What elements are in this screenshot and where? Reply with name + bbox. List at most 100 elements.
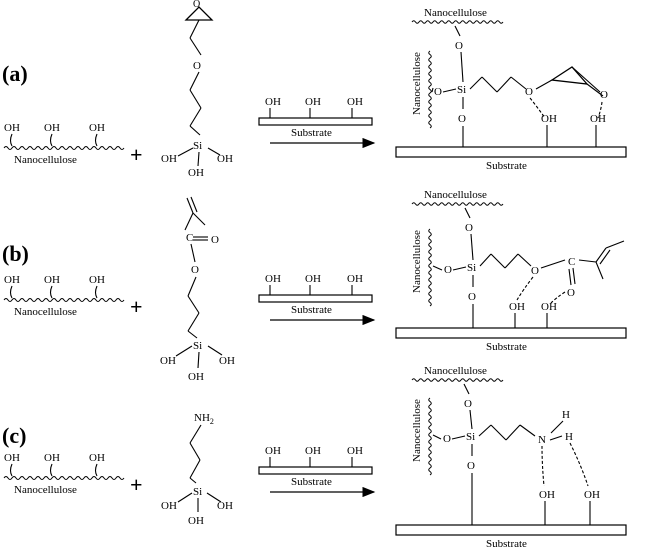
bond-b-si-oh-left xyxy=(175,345,193,357)
product-b-c-o-double-1 xyxy=(572,267,576,285)
side-nanocellulose-chain xyxy=(428,50,432,129)
bond-chain-2 xyxy=(189,37,202,56)
product-a-oh-1: OH xyxy=(541,113,557,125)
hydroxyl-label-2: OH xyxy=(44,122,60,134)
top-nanocellulose-label: Nanocellulose xyxy=(424,189,487,201)
substrate-label: Substrate xyxy=(291,304,332,316)
hydroxyl-label-3: OH xyxy=(89,452,105,464)
side-nanocellulose-chain xyxy=(428,397,432,476)
bond-chain-4 xyxy=(189,89,202,109)
bond-o-si-left xyxy=(442,88,457,93)
bond-c-carbonyl xyxy=(184,212,194,231)
side-nanocellulose-label: Nanocellulose xyxy=(411,399,423,462)
bond-o-si xyxy=(470,233,474,261)
carbonyl-oxygen: O xyxy=(211,234,219,246)
product-b-vinyl-double xyxy=(599,249,611,265)
top-nanocellulose-chain xyxy=(411,20,504,24)
plus-sign: + xyxy=(130,142,143,167)
hbond-c-1 xyxy=(541,445,545,487)
bond-chain-c1 xyxy=(189,424,202,444)
hydroxyl-bond xyxy=(9,463,13,477)
hydroxyl-bond xyxy=(94,285,98,299)
product-b-methyl xyxy=(595,261,604,280)
bond-nano-o-left xyxy=(432,434,442,440)
product-c-oh-1: OH xyxy=(539,489,555,501)
product-substrate-bar xyxy=(395,146,627,158)
silane-c-oh-bottom: OH xyxy=(188,515,204,527)
product-c-chain-1 xyxy=(478,424,492,437)
silane-c-oh-left: OH xyxy=(161,500,177,512)
product-epoxide-ring xyxy=(550,66,589,85)
silicon-label: Si xyxy=(457,84,466,96)
hydroxyl-label-2: OH xyxy=(44,274,60,286)
bond-o-si xyxy=(460,51,464,83)
hbond-a-1 xyxy=(529,97,546,119)
product-b-carbonyl-oxygen: O xyxy=(567,287,575,299)
bond-chain-6 xyxy=(189,125,201,136)
silicon-label: Si xyxy=(467,262,476,274)
top-nanocellulose-label: Nanocellulose xyxy=(424,365,487,377)
bond-nano-o-left xyxy=(431,87,434,93)
product-c-h-2: H xyxy=(562,409,570,421)
oxygen-top: O xyxy=(464,398,472,410)
product-b-chain-1 xyxy=(479,253,492,267)
oxygen-left: O xyxy=(444,264,452,276)
silicon-label: Si xyxy=(466,431,475,443)
oxygen-top: O xyxy=(465,222,473,234)
product-ether-oxygen: O xyxy=(525,86,533,98)
product-b-oh-1: OH xyxy=(509,301,525,313)
bond-c-si-oh-left xyxy=(177,492,193,503)
substrate-hydroxyl-1: OH xyxy=(265,273,281,285)
product-substrate-label: Substrate xyxy=(486,341,527,353)
hbond-c-2 xyxy=(569,442,589,487)
product-c-nitrogen: N xyxy=(538,434,546,446)
hydroxyl-bond xyxy=(94,133,98,147)
substrate-hydroxyl-2: OH xyxy=(305,96,321,108)
nanocellulose-label: Nanocellulose xyxy=(14,484,77,496)
product-c-chain-4 xyxy=(519,424,536,437)
oxygen-bottom: O xyxy=(468,291,476,303)
side-nanocellulose-chain xyxy=(428,228,432,307)
substrate-label: Substrate xyxy=(291,476,332,488)
substrate-hydroxyl-2: OH xyxy=(305,273,321,285)
oxygen-top: O xyxy=(455,40,463,52)
product-c-chain-3 xyxy=(505,424,521,441)
silane-si-c: Si xyxy=(193,486,202,498)
product-b-chain-3 xyxy=(504,253,519,269)
silane-si: Si xyxy=(193,140,202,152)
product-a-oh-2: OH xyxy=(590,113,606,125)
bond-o-si xyxy=(469,409,473,430)
product-chain-2 xyxy=(481,76,498,93)
silane-b-oh-right: OH xyxy=(219,355,235,367)
oxygen-left: O xyxy=(434,86,442,98)
bond-chain-b4 xyxy=(187,330,198,339)
oxygen-bottom: O xyxy=(467,460,475,472)
panel-c-letter: (c) xyxy=(2,423,26,448)
bond-nano-o xyxy=(454,25,461,37)
bond-b-si-oh-bottom xyxy=(197,351,200,369)
nanocellulose-label: Nanocellulose xyxy=(14,154,77,166)
product-substrate-bar xyxy=(395,524,627,536)
bond-chain-1 xyxy=(189,19,200,39)
product-b-chain-4 xyxy=(517,253,532,267)
hydroxyl-label-1: OH xyxy=(4,452,20,464)
hydroxyl-bond xyxy=(49,285,53,299)
product-epoxide-bond xyxy=(586,83,604,97)
hydroxyl-bond xyxy=(9,133,13,147)
bond-si-oh-left xyxy=(177,147,194,157)
bond-b-si-oh-right xyxy=(207,345,223,356)
bond-chain-3 xyxy=(189,71,200,91)
product-b-c-c xyxy=(578,259,597,263)
hydroxyl-label-1: OH xyxy=(4,274,20,286)
substrate-hydroxyl-1: OH xyxy=(265,96,281,108)
substrate-label: Substrate xyxy=(291,127,332,139)
product-b-o-c xyxy=(540,259,566,269)
product-b-c-o-double-2 xyxy=(568,268,572,286)
bond-chain-c3 xyxy=(189,459,201,479)
bond-si-oh-right xyxy=(207,147,221,156)
amine-label: NH2 xyxy=(194,412,214,426)
